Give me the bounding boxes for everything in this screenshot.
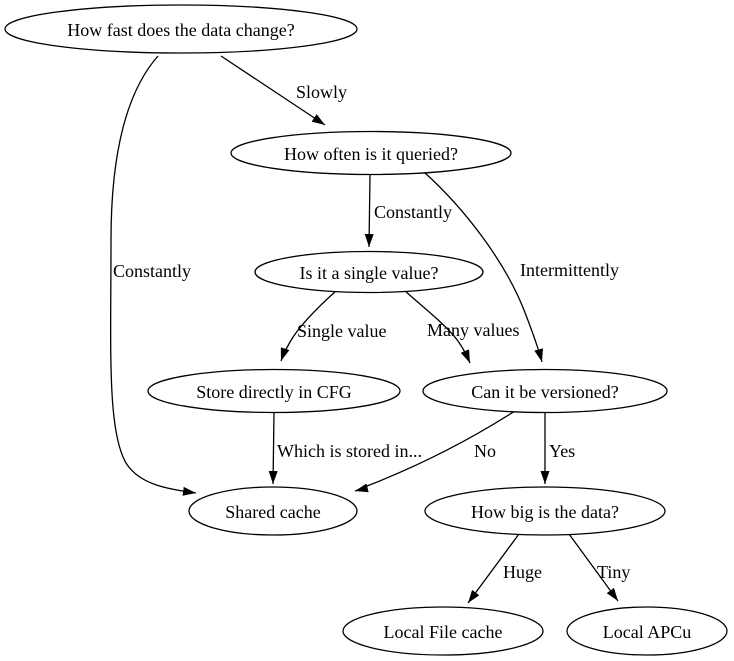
- edge-label-huge: Huge: [503, 562, 542, 582]
- edge-line: [220, 55, 326, 126]
- node-local-file-cache-label: Local File cache: [384, 622, 503, 642]
- edge-how-big-to-local-apcu: Tiny: [568, 533, 630, 602]
- edge-label-many-values: Many values: [427, 320, 519, 340]
- node-shared-cache-label: Shared cache: [225, 502, 320, 522]
- node-how-often-label: How often is it queried?: [284, 144, 458, 164]
- node-store-cfg-shape: [147, 368, 401, 414]
- node-local-apcu: Local APCu: [566, 606, 728, 656]
- node-local-file-cache: Local File cache: [342, 606, 544, 656]
- node-local-apcu-shape: [566, 606, 728, 656]
- edge-line: [110, 55, 197, 496]
- edge-line: [354, 410, 516, 493]
- edge-label-no: No: [474, 441, 496, 461]
- edge-can-versioned-to-how-big: Yes: [540, 413, 575, 484]
- node-how-big-label: How big is the data?: [471, 502, 619, 522]
- node-is-single-value-shape: [254, 250, 484, 294]
- edge-label-constantly-left: Constantly: [113, 261, 191, 281]
- node-how-fast-shape: [4, 4, 358, 54]
- node-shared-cache: Shared cache: [188, 486, 358, 536]
- node-can-versioned-shape: [422, 368, 668, 414]
- edge-label-which-stored: Which is stored in...: [277, 441, 422, 461]
- edge-line: [403, 289, 471, 364]
- edge-can-versioned-to-shared-cache: No: [354, 410, 516, 493]
- node-is-single-value-label: Is it a single value?: [300, 263, 439, 283]
- edge-label-tiny: Tiny: [597, 562, 630, 582]
- edge-line: [467, 533, 520, 604]
- node-is-single-value: Is it a single value?: [254, 250, 484, 294]
- edge-is-single-value-to-can-versioned: Many values: [403, 289, 519, 364]
- edge-is-single-value-to-store-cfg: Single value: [280, 289, 386, 362]
- node-how-big-shape: [424, 486, 666, 536]
- edge-label-slowly: Slowly: [296, 82, 347, 102]
- edge-store-cfg-to-shared-cache: Which is stored in...: [268, 412, 422, 485]
- edge-how-fast-to-shared-cache: Constantly: [110, 55, 197, 496]
- node-can-versioned-label: Can it be versioned?: [471, 382, 618, 402]
- edge-line: [423, 171, 543, 363]
- edge-label-single-value: Single value: [297, 321, 386, 341]
- node-how-often-shape: [230, 130, 512, 176]
- node-how-fast: How fast does the data change?: [4, 4, 358, 54]
- node-shared-cache-shape: [188, 486, 358, 536]
- edge-how-fast-to-how-often: Slowly: [220, 55, 347, 126]
- edge-how-often-to-can-versioned: Intermittently: [423, 171, 619, 363]
- node-how-often: How often is it queried?: [230, 130, 512, 176]
- nodes: How fast does the data change? How often…: [4, 4, 728, 656]
- node-store-cfg: Store directly in CFG: [147, 368, 401, 414]
- edge-line: [364, 174, 374, 248]
- edge-how-big-to-local-file-cache: Huge: [467, 533, 542, 604]
- node-can-versioned: Can it be versioned?: [422, 368, 668, 414]
- edge-line: [268, 412, 278, 485]
- edge-label-intermittently: Intermittently: [520, 260, 619, 280]
- edge-line: [568, 533, 619, 602]
- edge-label-yes: Yes: [549, 441, 575, 461]
- node-how-big: How big is the data?: [424, 486, 666, 536]
- node-local-file-cache-shape: [342, 606, 544, 656]
- node-how-fast-label: How fast does the data change?: [67, 20, 294, 40]
- edge-line: [280, 289, 338, 362]
- node-local-apcu-label: Local APCu: [603, 622, 692, 642]
- edges: Slowly Constantly Constantly Intermitten…: [110, 55, 630, 604]
- node-store-cfg-label: Store directly in CFG: [196, 382, 352, 402]
- edge-how-often-to-is-single-value: Constantly: [364, 174, 452, 248]
- edge-label-constantly-mid: Constantly: [374, 202, 452, 222]
